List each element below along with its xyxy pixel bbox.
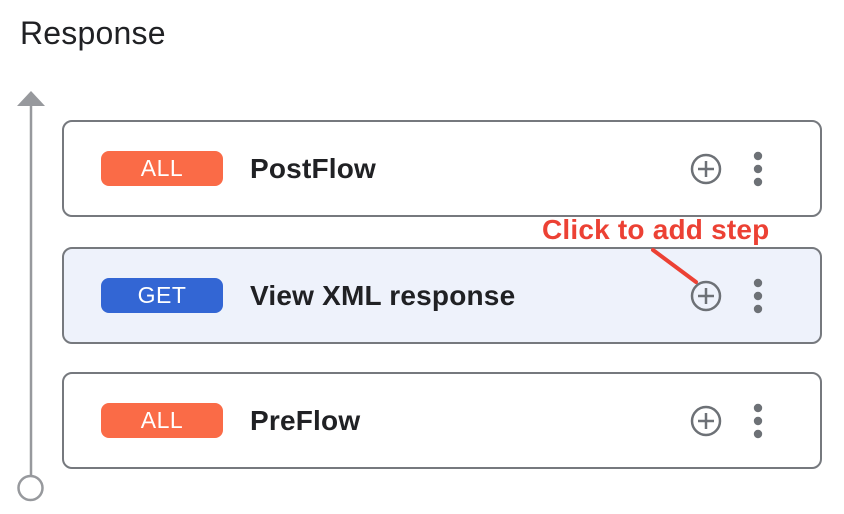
more-vert-icon <box>753 151 763 186</box>
more-vert-icon <box>753 403 763 438</box>
flow-card-view-xml-response[interactable]: GET View XML response <box>62 247 822 344</box>
card-actions <box>689 278 764 314</box>
arrow-up-icon <box>17 91 45 106</box>
flow-name: PreFlow <box>250 404 361 436</box>
method-badge: ALL <box>101 151 223 186</box>
plus-circle-icon <box>690 280 722 311</box>
plus-circle-icon <box>690 153 722 184</box>
page-title: Response <box>20 15 166 51</box>
add-step-button[interactable] <box>689 279 723 313</box>
more-options-button[interactable] <box>752 278 764 314</box>
card-actions <box>689 403 764 439</box>
add-step-button[interactable] <box>689 404 723 438</box>
flow-name: PostFlow <box>250 152 377 184</box>
method-badge: ALL <box>101 403 223 438</box>
flow-endpoint-circle-icon <box>17 474 44 502</box>
add-step-button[interactable] <box>689 152 723 186</box>
card-actions <box>689 151 764 187</box>
flow-card-postflow[interactable]: ALL PostFlow <box>62 120 822 217</box>
annotation-click-to-add-step: Click to add step <box>542 214 770 245</box>
plus-circle-icon <box>690 405 722 436</box>
method-badge: GET <box>101 278 223 313</box>
flow-card-preflow[interactable]: ALL PreFlow <box>62 372 822 469</box>
more-options-button[interactable] <box>752 403 764 439</box>
more-vert-icon <box>753 278 763 313</box>
more-options-button[interactable] <box>752 151 764 187</box>
flow-name: View XML response <box>250 279 516 311</box>
